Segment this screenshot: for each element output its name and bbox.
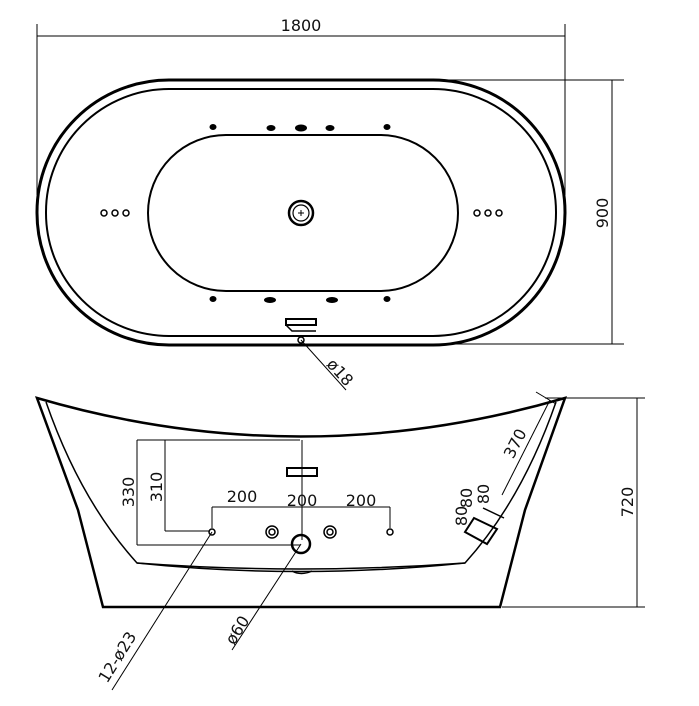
jet <box>473 209 481 217</box>
tub-outer-rim <box>35 78 567 347</box>
pump-outlet <box>290 533 312 555</box>
jet-spacing-dimensions <box>211 506 391 528</box>
overflow-height-dimension <box>136 439 300 546</box>
jet <box>386 528 394 536</box>
side-jet-offset-label-3: 80 <box>452 506 471 526</box>
jets-right-side <box>473 209 503 217</box>
overflow-outlet <box>285 318 317 332</box>
height-label: 720 <box>618 487 637 518</box>
jet <box>484 209 492 217</box>
drain-inner <box>292 204 310 222</box>
jet <box>209 296 217 302</box>
drain-cross-icon <box>298 210 304 216</box>
side-jet-depth-label: 370 <box>500 426 531 462</box>
tub-inner-rim <box>45 88 557 337</box>
length-label: 1800 <box>281 16 322 35</box>
drain-leader <box>300 339 347 391</box>
jet <box>208 528 216 536</box>
jet <box>266 125 276 131</box>
jet <box>295 124 307 132</box>
pump-diameter-label: ø60 <box>221 612 253 648</box>
jet <box>111 209 119 217</box>
side-view: 330 310 200 200 200 370 80 80 80 <box>34 391 645 691</box>
drain-bump <box>291 570 313 575</box>
drain-outer <box>287 199 315 227</box>
drain-diameter-label: ø18 <box>323 355 357 390</box>
drain-pin-icon <box>297 336 305 344</box>
side-jet-offset-label-1: 80 <box>457 488 476 508</box>
side-jet-offset-label-2: 80 <box>474 484 493 504</box>
overflow-height-label: 330 <box>119 477 138 508</box>
jet <box>326 297 338 303</box>
height-dimension <box>502 397 645 608</box>
jet-spacing-label-3: 200 <box>346 491 377 510</box>
width-dimension <box>440 79 624 345</box>
jet-spacing-label-1: 200 <box>227 487 258 506</box>
tub-basin <box>147 134 459 292</box>
jet <box>383 124 391 130</box>
jet <box>264 297 276 303</box>
jet <box>323 525 337 539</box>
jets-left-side <box>100 209 130 217</box>
pump-leader <box>231 543 302 651</box>
jet <box>268 528 276 536</box>
tub-inner-bottom <box>136 562 466 573</box>
tub-inner-wall <box>45 401 557 570</box>
top-view: 1800 900 ø18 <box>35 16 624 391</box>
side-jets <box>208 525 394 539</box>
jet <box>265 525 279 539</box>
jet <box>325 125 335 131</box>
jets-bottom-row <box>209 296 391 303</box>
overflow-center-label: 310 <box>147 472 166 503</box>
jet <box>209 124 217 130</box>
jet <box>383 296 391 302</box>
jet <box>100 209 108 217</box>
length-dimension <box>36 24 566 195</box>
jet <box>326 528 334 536</box>
jet-leader <box>111 531 213 691</box>
jet <box>495 209 503 217</box>
jet <box>122 209 130 217</box>
side-jet-block <box>463 507 505 546</box>
jets-top-row <box>209 124 391 132</box>
jet-spacing-label-2: 200 <box>287 491 318 510</box>
width-label: 900 <box>593 198 612 229</box>
